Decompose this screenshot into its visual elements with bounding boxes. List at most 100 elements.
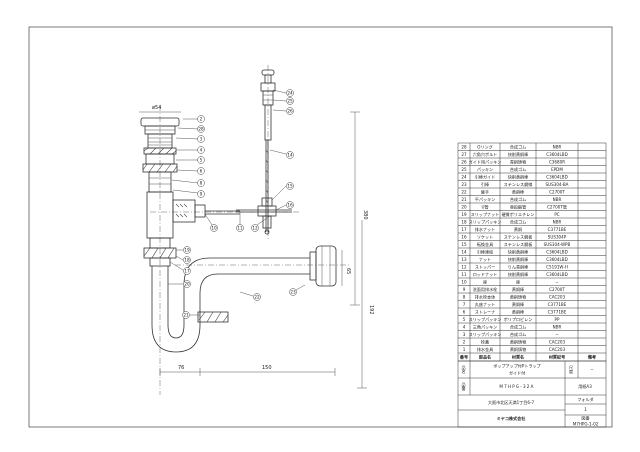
- balloon-26: 26: [287, 109, 293, 114]
- dim-height-lower: 192: [368, 305, 374, 315]
- drawing-no-label: 図番: [581, 415, 589, 421]
- table-header-note: 備考: [588, 353, 596, 359]
- product-name-line1: ポップアップ付Pトラップ: [493, 363, 541, 369]
- table-header-name: 部品名: [479, 353, 491, 359]
- table-cell-name: 排水金具: [477, 346, 493, 352]
- table-cell-material: 亜鉛鍛管: [510, 203, 526, 209]
- table-cell-material: 快削黄銅棒: [508, 151, 528, 157]
- dim-horiz-left: 76: [178, 365, 184, 371]
- table-cell-name: Oリング: [477, 143, 493, 149]
- table-cell-name: U管: [481, 203, 488, 209]
- table-cell-spec: C3680R: [549, 159, 565, 164]
- table-cell-material: 黄銅棒: [512, 286, 524, 292]
- table-cell-no: 19: [461, 212, 467, 217]
- drain-body: [146, 191, 240, 239]
- table-cell-spec: C3604LBD: [546, 249, 568, 254]
- table-cell-spec: C3604LBD: [546, 152, 568, 157]
- table-cell-no: 16: [461, 234, 467, 239]
- balloon-10: 10: [211, 226, 217, 231]
- table-cell-material: 黄銅棒: [512, 308, 524, 314]
- balloon-3: 3: [200, 137, 203, 142]
- table-cell-no: 4: [463, 324, 466, 329]
- balloon-24: 24: [287, 91, 293, 96]
- table-cell-name: ガイド用パッキン: [469, 158, 502, 164]
- model-label: 品番: [462, 382, 467, 391]
- table-cell-spec: NBR: [553, 219, 562, 224]
- table-cell-spec: EPDM: [551, 167, 563, 172]
- table-cell-no: 23: [461, 182, 467, 187]
- drawing-number: M7HPG-1-02: [573, 422, 599, 427]
- leader-lines: [168, 89, 306, 316]
- dimension-lines: ø54 380 192 65 76 150: [139, 105, 374, 389]
- table-cell-material: 合成ゴム: [510, 218, 526, 224]
- table-cell-material: 黄銅鋳物: [510, 293, 526, 299]
- table-cell-name: ナット: [479, 256, 491, 262]
- table-cell-spec: PP: [555, 317, 560, 322]
- table-cell-name: 継手: [481, 188, 489, 194]
- table-cell-spec: PC: [554, 212, 559, 217]
- table-cell-name: ソケット: [477, 233, 493, 239]
- popup-rod: [236, 69, 292, 235]
- table-cell-spec: C2700T: [549, 287, 565, 292]
- table-cell-no: 14: [461, 249, 467, 254]
- table-cell-spec: −: [555, 332, 558, 337]
- table-cell-material: 合成ゴム: [510, 166, 526, 172]
- table-cell-name: 転換金具: [477, 241, 493, 247]
- folder-value: 1: [584, 407, 587, 412]
- table-cell-spec: C3604LBD: [546, 272, 568, 277]
- table-cell-spec: CAC203: [549, 294, 566, 299]
- balloon-14: 14: [287, 153, 293, 158]
- part-drawing: ø54 380 192 65 76 150: [139, 65, 374, 395]
- balloon-25: 25: [287, 99, 293, 104]
- table-cell-material: ポリプロピレン: [504, 316, 533, 322]
- table-cell-name: パッキン: [477, 167, 493, 172]
- table-cell-name: 洗面用排水栓: [473, 286, 498, 292]
- table-cell-no: 10: [461, 279, 467, 284]
- table-cell-material: 黄銅鋳物: [510, 346, 526, 352]
- table-cell-name: ストレーナ: [475, 308, 495, 314]
- product-name-line2: ガイド付: [509, 370, 525, 376]
- table-cell-spec: CAC203: [549, 347, 566, 352]
- table-cell-spec: SUS304-WPB: [544, 242, 571, 247]
- paper-size: 用紙A3: [578, 383, 592, 389]
- table-cell-spec: C5191W-H: [546, 264, 568, 269]
- balloon-2: 2: [200, 117, 203, 122]
- table-cell-name: ストッパー: [475, 264, 495, 269]
- table-cell-material: 合成ゴム: [510, 196, 526, 202]
- table-cell-spec: C3771BE: [548, 309, 567, 314]
- table-cell-material: 黄銅棒: [512, 301, 524, 307]
- part-balloons: 2 28 3 4 5 6 8 9 10 11 12 24 25 26 14 15…: [182, 89, 297, 319]
- balloon-28: 28: [198, 127, 204, 132]
- table-cell-spec: NBR: [553, 197, 562, 202]
- dim-dia-top: ø54: [152, 105, 161, 111]
- table-cell-material: 硬質ポリエチレン: [502, 211, 535, 217]
- table-cell-no: 24: [461, 174, 467, 179]
- table-cell-material: りん青銅棒: [508, 263, 528, 269]
- model-number: M7HPG-32A: [499, 384, 534, 389]
- drain-cap: [140, 117, 180, 193]
- scale-label: 尺度: [569, 365, 574, 374]
- table-cell-material: 黄銅: [514, 226, 522, 232]
- table-cell-no: 6: [463, 309, 466, 314]
- table-cell-no: 11: [461, 272, 467, 277]
- balloon-8: 8: [200, 181, 203, 186]
- table-cell-name: 三角パッキン: [473, 323, 497, 329]
- table-cell-material: 黄銅鋳物: [510, 338, 526, 344]
- table-cell-spec: C3771BE: [548, 227, 567, 232]
- table-cell-no: 20: [461, 204, 467, 209]
- balloon-15: 15: [287, 184, 293, 189]
- balloon-22: 22: [254, 295, 260, 300]
- table-header-no: 番号: [459, 353, 468, 359]
- table-cell-spec: NBR: [553, 324, 562, 329]
- table-cell-no: 21: [461, 197, 467, 202]
- dim-horiz-right: 150: [262, 365, 272, 371]
- table-cell-no: 8: [463, 294, 466, 299]
- table-cell-name: スリップパッキン: [469, 218, 502, 224]
- table-cell-spec: C3604LBD: [546, 174, 568, 179]
- balloon-4: 4: [200, 148, 203, 153]
- table-cell-material: 黄銅棒: [512, 188, 524, 194]
- balloon-12: 12: [252, 226, 258, 231]
- p-trap: [143, 237, 337, 353]
- table-cell-no: 1: [463, 347, 466, 352]
